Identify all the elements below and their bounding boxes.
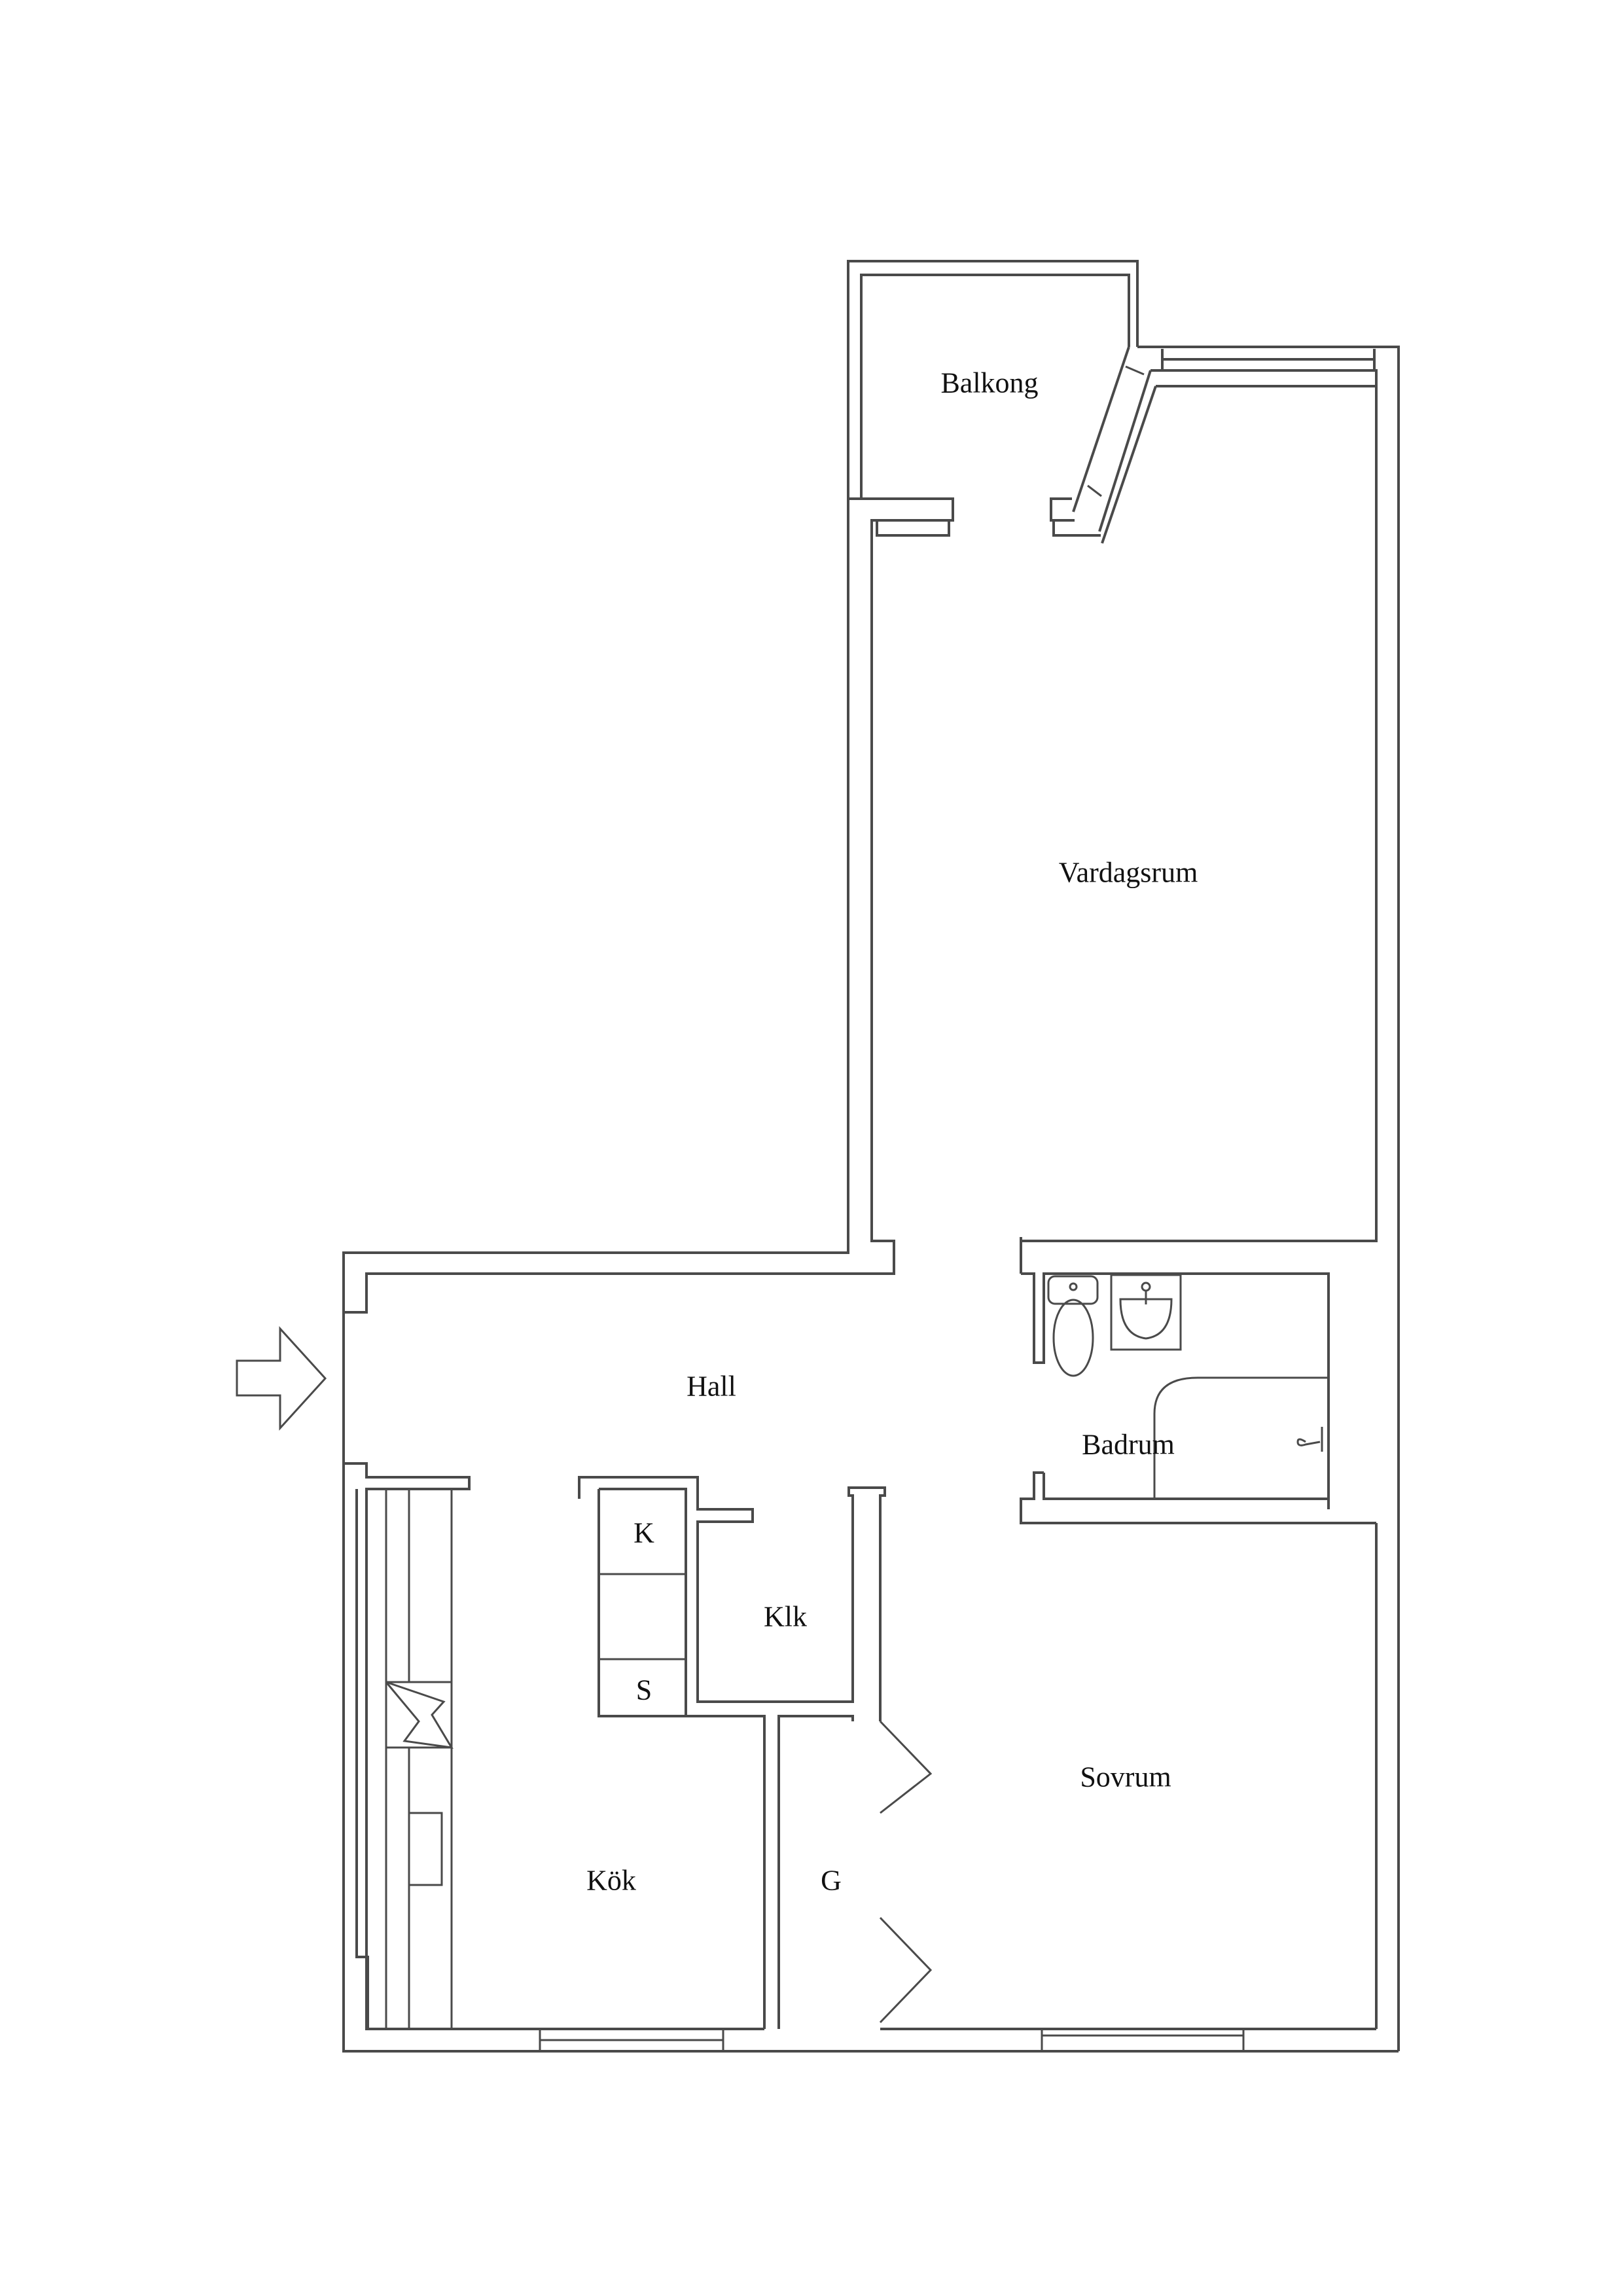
room-label-g: G <box>821 1864 842 1897</box>
room-label-balkong: Balkong <box>940 367 1039 399</box>
kitchen-counter <box>385 1489 454 2029</box>
bathroom-walls <box>1020 1237 1376 1524</box>
room-label-klk: Klk <box>764 1600 807 1633</box>
outer-walls <box>342 260 1400 2053</box>
entrance-arrow-icon <box>236 1326 327 1431</box>
room-label-kok: Kök <box>586 1864 636 1897</box>
stove-icon <box>385 1681 454 1749</box>
room-label-hall: Hall <box>687 1370 736 1403</box>
closet-walls <box>578 1476 933 2029</box>
room-label-badrum: Badrum <box>1082 1428 1175 1461</box>
sink-icon <box>408 1812 443 1886</box>
fixture-label-s: S <box>635 1674 652 1706</box>
fixture-label-k: K <box>633 1516 654 1549</box>
room-label-vardagsrum: Vardagsrum <box>1058 856 1198 889</box>
room-label-sovrum: Sovrum <box>1080 1761 1171 1793</box>
